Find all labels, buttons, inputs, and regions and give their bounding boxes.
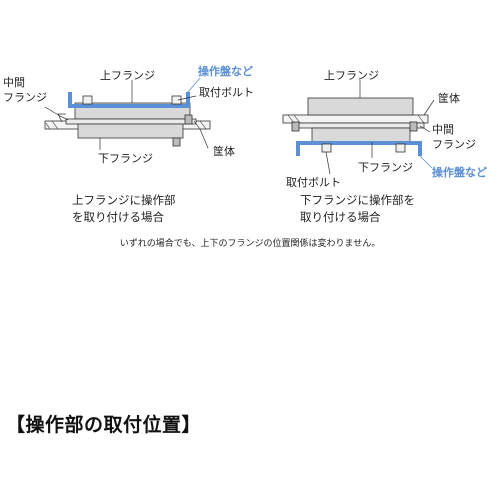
left-tab (57, 113, 66, 123)
left-leader-mid (44, 106, 69, 121)
right-leader-mid (419, 125, 431, 133)
left-assembly: 中間 フランジ 上フランジ 操作盤など 取付ボルト 下フランジ 筐体 (3, 64, 254, 165)
right-label-mid-1: 中間 (432, 123, 454, 136)
right-caption-line2: 取り付ける場合 (300, 210, 381, 224)
right-label-upper: 上フランジ (324, 69, 379, 82)
right-side-nut-2 (409, 121, 418, 132)
right-upper-flange (307, 97, 414, 116)
left-leader-bolt (177, 95, 197, 101)
left-caption-line2: を取り付ける場合 (72, 210, 164, 224)
right-caption-line1: 下フランジに操作部を (300, 193, 415, 207)
right-label-lower: 下フランジ (358, 161, 413, 174)
right-side-nut-1 (291, 121, 300, 132)
left-side-nut-1 (184, 114, 193, 125)
left-bolt-head-1 (82, 95, 93, 105)
left-label-upper: 上フランジ (100, 69, 155, 82)
right-bolt-head-1 (321, 143, 332, 153)
right-leader-panel (419, 155, 433, 169)
right-label-mid-2: フランジ (432, 138, 476, 151)
left-lower-flange (77, 123, 184, 139)
right-leader-bolt (325, 151, 331, 175)
right-panel-bracket (296, 141, 422, 156)
right-bolt-head-2 (395, 143, 406, 153)
left-label-mid-2: フランジ (3, 91, 47, 104)
left-hatch (45, 120, 207, 130)
left-label-housing: 筐体 (213, 144, 235, 158)
right-caption: 下フランジに操作部を 取り付ける場合 (300, 192, 415, 226)
left-bolt-head-2 (171, 95, 182, 105)
right-label-panel: 操作盤など (432, 165, 487, 179)
left-caption: 上フランジに操作部 を取り付ける場合 (72, 192, 176, 226)
right-leader-housing (423, 99, 435, 116)
left-label-lower: 下フランジ (98, 152, 153, 165)
left-label-panel: 操作盤など (198, 64, 253, 78)
right-middle-flange (297, 122, 425, 129)
left-caption-line1: 上フランジに操作部 (72, 193, 176, 207)
position-note: いずれの場合でも、上下のフランジの位置関係は変わりません。 (119, 239, 381, 249)
left-label-bolt: 取付ボルト (199, 86, 254, 99)
left-leader-housing (199, 128, 209, 149)
right-label-bolt: 取付ボルト (286, 176, 341, 189)
right-hatch (287, 114, 425, 124)
left-leader-panel (187, 77, 201, 93)
right-label-housing: 筐体 (438, 91, 460, 105)
left-middle-flange (65, 118, 197, 125)
left-side-nut-2 (172, 137, 181, 147)
right-housing-plate (282, 114, 429, 124)
left-label-mid-1: 中間 (3, 76, 25, 89)
right-lower-flange (311, 127, 411, 143)
section-title: 【操作部の取付位置】 (6, 414, 202, 436)
left-panel-bracket (68, 92, 190, 108)
right-assembly: 上フランジ 筐体 中間 フランジ 操作盤など 取付ボルト 下フランジ (282, 69, 487, 189)
